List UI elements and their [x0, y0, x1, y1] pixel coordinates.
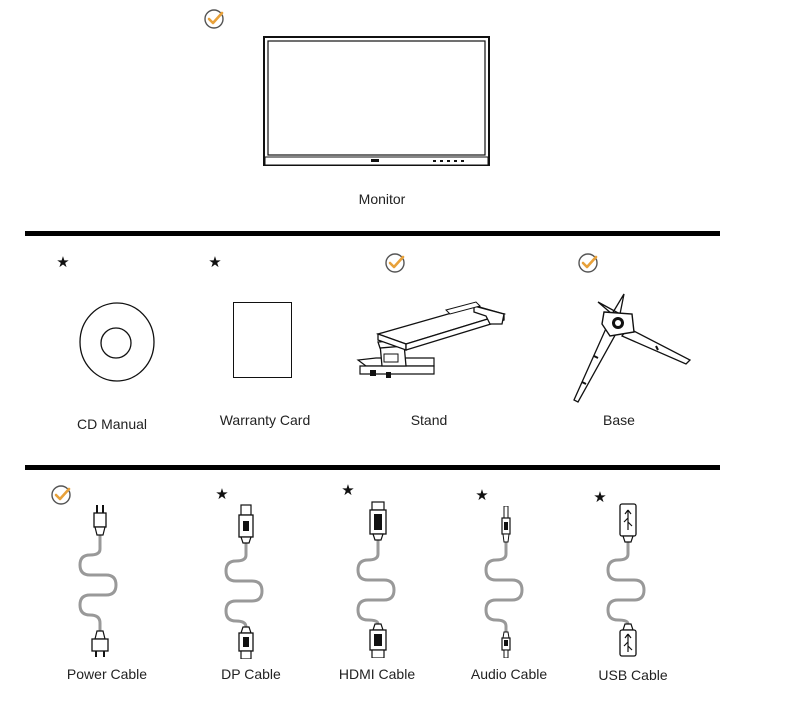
power-cable-image: [76, 505, 122, 657]
warranty-card-label: Warranty Card: [219, 412, 311, 428]
stand-image: [356, 300, 508, 384]
star-icon: ★: [475, 487, 489, 504]
star-icon: ★: [56, 254, 70, 271]
dp-cable-image: [222, 503, 268, 659]
usb-cable-label: USB Cable: [598, 667, 668, 683]
check-icon: [577, 252, 599, 274]
base-image: [572, 290, 692, 404]
monitor-image: [263, 36, 491, 168]
warranty-card-image: [233, 302, 292, 378]
hdmi-cable-image: [354, 500, 400, 658]
check-icon: [50, 484, 72, 506]
star-icon: ★: [208, 254, 222, 271]
check-icon: [203, 8, 225, 30]
usb-cable-image: [604, 502, 650, 658]
cd-manual-label: CD Manual: [76, 416, 148, 432]
power-cable-label: Power Cable: [66, 666, 148, 682]
hdmi-cable-label: HDMI Cable: [338, 666, 416, 682]
star-icon: ★: [341, 482, 355, 499]
cd-disc-image: [78, 302, 156, 382]
dp-cable-label: DP Cable: [221, 666, 281, 682]
star-icon: ★: [215, 486, 229, 503]
stand-label: Stand: [410, 412, 448, 428]
section-divider: [25, 231, 720, 236]
audio-cable-label: Audio Cable: [470, 666, 548, 682]
base-label: Base: [603, 412, 635, 428]
monitor-label: Monitor: [358, 191, 406, 207]
section-divider: [25, 465, 720, 470]
star-icon: ★: [593, 489, 607, 506]
audio-cable-image: [482, 506, 528, 658]
check-icon: [384, 252, 406, 274]
